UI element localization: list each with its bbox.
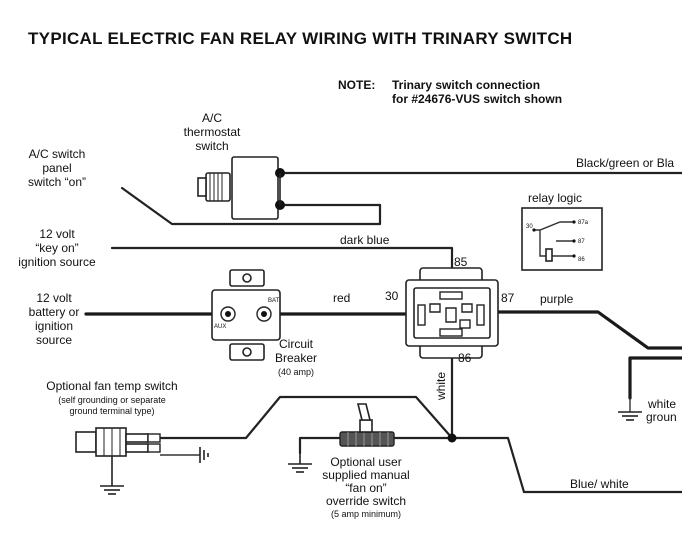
ac-panel-label-line-2: panel (42, 161, 71, 175)
manual-switch-label-line-1: Optional user (330, 455, 401, 469)
ac-panel-label-line-1: A/C switch (29, 147, 86, 161)
relay-logic-pin-87: 87 (578, 239, 585, 245)
wire-junction (447, 433, 457, 443)
wire-fan-temp (158, 395, 454, 440)
wire-label-white-right: white (647, 397, 676, 411)
ac-thermostat-switch (197, 156, 285, 220)
wire-label-black-green: Black/green or Bla (576, 156, 674, 170)
diagram-title: TYPICAL ELECTRIC FAN RELAY WIRING WITH T… (28, 29, 573, 48)
thermostat-label-line-3: switch (195, 139, 228, 153)
thermostat-label-line-2: thermostat (184, 125, 241, 139)
wire-blue-white (450, 436, 682, 494)
key-on-label-line-1: 12 volt (39, 227, 75, 241)
fan-temp-switch (75, 427, 161, 495)
wire-label-dark-blue: dark blue (340, 233, 390, 247)
wire-manual-override (298, 436, 454, 455)
svg-text:BAT: BAT (268, 298, 280, 304)
fan-temp-label-line-1: Optional fan temp switch (46, 379, 177, 393)
relay-logic-label: relay logic (528, 191, 582, 205)
relay-logic-schematic: 30 87a 87 86 (521, 207, 603, 271)
note-prefix: NOTE: (338, 78, 375, 92)
relay-pin-87: 87 (501, 291, 515, 305)
breaker-label-line-3: (40 amp) (278, 367, 314, 377)
key-on-label: 12 volt “key on” ignition source (18, 227, 96, 269)
relay-pin-85: 85 (454, 255, 468, 269)
relay-logic-pin-86: 86 (578, 257, 585, 263)
relay-logic-pin-30: 30 (526, 224, 533, 230)
thermostat-label-line-1: A/C (202, 111, 222, 125)
battery-label-line-2: battery or (29, 305, 80, 319)
relay-logic-pin-87a: 87a (578, 220, 589, 226)
manual-switch-label-line-5: (5 amp minimum) (331, 509, 401, 519)
breaker-label-line-2: Breaker (275, 351, 317, 365)
relay (405, 267, 499, 359)
circuit-breaker: AUX BAT (211, 269, 281, 361)
ground-symbol-fan-temp (199, 447, 209, 463)
fan-temp-label: Optional fan temp switch (self grounding… (46, 379, 177, 416)
relay-pin-86: 86 (458, 351, 472, 365)
relay-pin-30: 30 (385, 289, 399, 303)
manual-switch-label-line-3: “fan on” (345, 481, 386, 495)
wire-purple (496, 310, 682, 350)
ground-label-right: groun (646, 410, 677, 424)
wire-label-red: red (333, 291, 350, 305)
note-line-2: for #24676-VUS switch shown (392, 92, 562, 106)
breaker-label-line-1: Circuit (279, 337, 314, 351)
note-block: NOTE: Trinary switch connection for #246… (338, 78, 562, 106)
key-on-label-line-2: “key on” (35, 241, 78, 255)
ground-symbol-right (618, 411, 642, 421)
thermostat-label: A/C thermostat switch (184, 111, 241, 153)
wire-right-lead (628, 356, 682, 400)
wire-dark-blue (110, 246, 454, 272)
breaker-label: Circuit Breaker (40 amp) (275, 337, 317, 377)
svg-text:AUX: AUX (214, 324, 226, 330)
battery-label: 12 volt battery or ignition source (29, 291, 80, 347)
battery-label-line-3: ignition (35, 319, 73, 333)
fan-temp-label-line-2: (self grounding or separate (58, 395, 166, 405)
manual-switch-label-line-4: override switch (326, 494, 406, 508)
wire-label-white: white (434, 372, 448, 401)
battery-label-line-4: source (36, 333, 72, 347)
ac-panel-label-line-3: switch “on” (28, 175, 86, 189)
manual-switch-label: Optional user supplied manual “fan on” o… (322, 455, 409, 519)
ground-symbol-manual (288, 453, 312, 473)
key-on-label-line-3: ignition source (18, 255, 96, 269)
note-line-1: Trinary switch connection (392, 78, 540, 92)
wire-ac-panel (120, 186, 382, 226)
manual-switch-label-line-2: supplied manual (322, 468, 409, 482)
manual-override-switch (339, 403, 395, 447)
ac-panel-label: A/C switch panel switch “on” (28, 147, 86, 189)
wire-label-blue-white: Blue/ white (570, 477, 629, 491)
battery-label-line-1: 12 volt (36, 291, 72, 305)
wire-label-purple: purple (540, 292, 574, 306)
fan-temp-label-line-3: ground terminal type) (69, 406, 154, 416)
